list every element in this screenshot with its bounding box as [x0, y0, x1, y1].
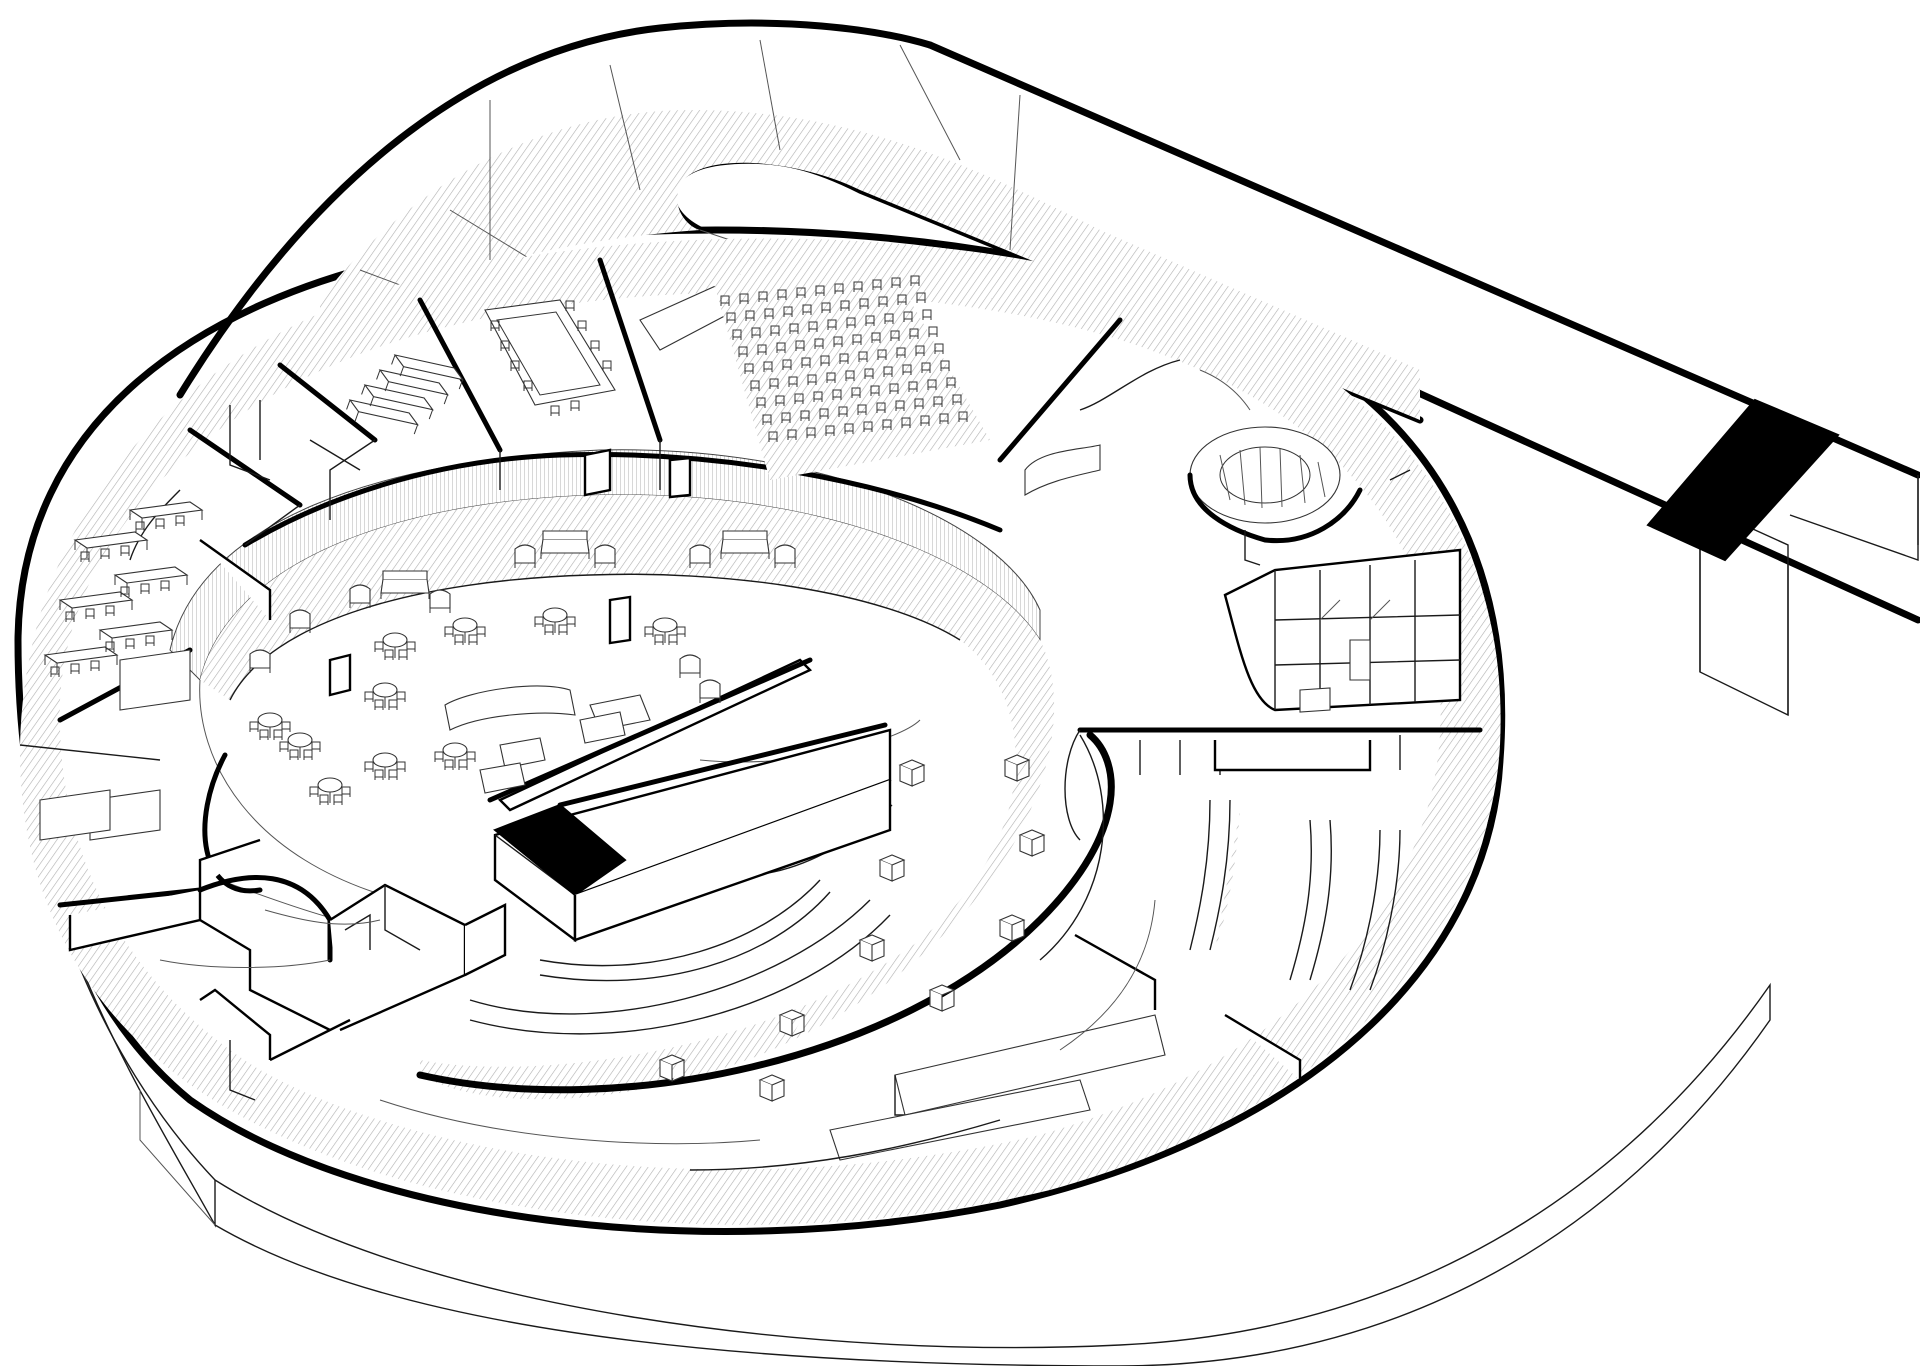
arm-solid-band [1646, 398, 1840, 562]
left-offices [19, 489, 272, 908]
booth-cluster [1223, 548, 1462, 713]
atrium-ramp [169, 449, 1115, 1100]
auditorium [639, 270, 990, 480]
lounge-furniture [249, 448, 796, 805]
meeting-room [484, 299, 616, 417]
lower-left-services [68, 875, 507, 1101]
spiral-stair [1187, 426, 1363, 566]
top-rooms [187, 257, 1123, 548]
bottom-benches [379, 899, 1166, 1171]
core-solid-block [493, 803, 627, 897]
upper-shell-arm [176, 19, 1920, 717]
central-core [487, 657, 892, 943]
right-wing [1024, 359, 1483, 1080]
